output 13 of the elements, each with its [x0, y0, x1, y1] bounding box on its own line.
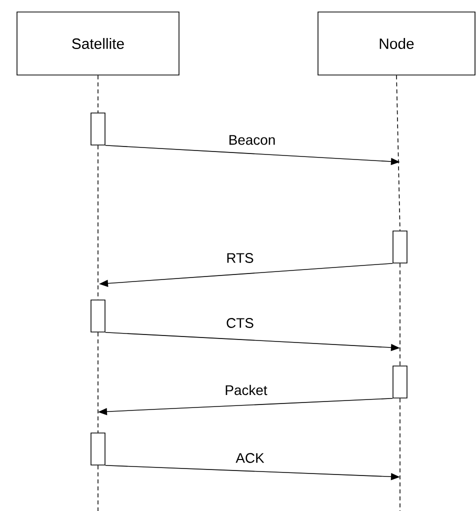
- message-label: Packet: [224, 384, 268, 396]
- message-label: RTS: [225, 252, 255, 264]
- participant-box: Node: [318, 12, 476, 76]
- activation-bar: [90, 112, 106, 146]
- participant-box: Satellite: [16, 12, 180, 76]
- message-label: ACK: [234, 452, 266, 464]
- activation-bar: [90, 432, 106, 466]
- activation-bar: [392, 230, 408, 264]
- message-label: CTS: [225, 317, 255, 329]
- activation-bar: [392, 366, 408, 398]
- activation-bar: [90, 300, 106, 332]
- lifeline: [396, 75, 400, 231]
- message-label: Beacon: [227, 134, 277, 146]
